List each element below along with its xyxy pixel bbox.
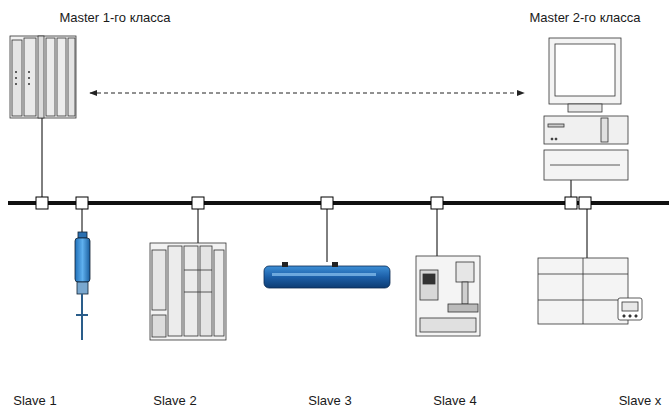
- slave-sensor: Slave 1: [74, 232, 91, 340]
- master-plc: Master 1-го класса: [10, 36, 76, 118]
- dashed-arrow: [90, 93, 524, 94]
- sensor: [75, 232, 90, 340]
- slave-controller: Slave x: [538, 258, 642, 324]
- node-label: Master 2-го класса: [529, 10, 640, 26]
- node-label: Master 1-го класса: [59, 10, 170, 26]
- slave-drive: Slave 3: [264, 262, 390, 288]
- drop-lines: [42, 118, 587, 262]
- master-pc: Master 2-го класса: [544, 38, 628, 180]
- node-label: Slave 2: [153, 393, 196, 409]
- slave-terminal: Slave 4: [416, 256, 480, 336]
- machine-terminal: [416, 256, 480, 336]
- drive-bar: [264, 262, 390, 288]
- bus-connectors: [36, 197, 591, 209]
- node-label: Slave 3: [308, 393, 351, 409]
- node-label: Slave 4: [433, 393, 476, 409]
- node-label: Slave 1: [13, 393, 56, 409]
- slave-plc: Slave 2: [150, 243, 226, 340]
- plc-rack: [10, 36, 76, 118]
- node-label: Slave x: [619, 393, 662, 409]
- controller-unit: [538, 258, 642, 324]
- plc-station: [150, 243, 226, 340]
- pc-workstation: [544, 38, 628, 180]
